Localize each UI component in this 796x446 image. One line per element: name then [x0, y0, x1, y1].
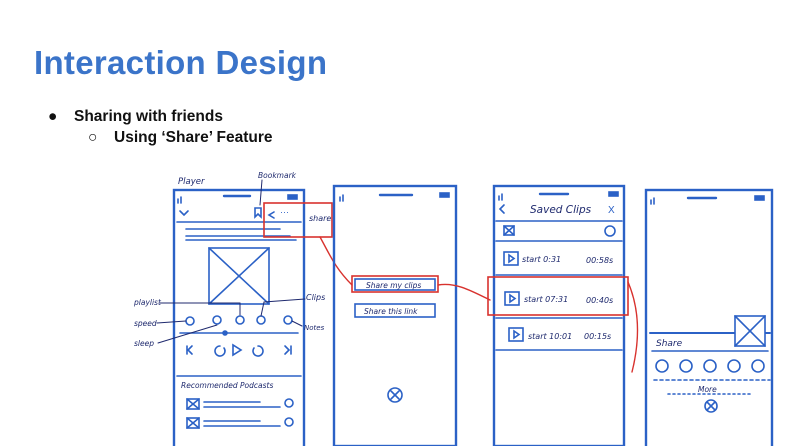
- podcast-thumb[interactable]: [186, 417, 200, 429]
- share-sheet-phone: Share More: [644, 188, 774, 446]
- sleep-button[interactable]: [212, 315, 222, 325]
- chevron-down-icon[interactable]: [179, 210, 189, 217]
- play-icon[interactable]: [232, 343, 243, 357]
- slide-title: Interaction Design: [34, 44, 328, 81]
- bullet-marker: ○: [88, 129, 98, 146]
- playlist-button[interactable]: [235, 315, 245, 325]
- close-icon[interactable]: [387, 387, 403, 403]
- clip-duration: 00:40s: [586, 296, 613, 305]
- phone-frame: [332, 184, 458, 446]
- clips-note: Clips: [306, 293, 325, 302]
- clip-start: start 07:31: [524, 295, 568, 304]
- saved-clips-title: Saved Clips: [530, 204, 592, 216]
- clip-duration: 00:15s: [584, 332, 611, 341]
- share-sheet-title: Share: [656, 339, 683, 349]
- flow-arrow: [437, 283, 491, 301]
- clip-play-button[interactable]: [508, 327, 524, 342]
- player-label: Player: [178, 177, 205, 187]
- clip-duration: 00:58s: [586, 256, 613, 265]
- more-icon[interactable]: ···: [280, 207, 289, 217]
- clip-play-button[interactable]: [503, 251, 519, 266]
- sleep-note: sleep: [134, 339, 154, 348]
- share-icon[interactable]: [267, 211, 275, 219]
- phone-frame: [172, 188, 306, 446]
- clip-highlight: [487, 276, 629, 316]
- speed-button[interactable]: [185, 316, 195, 326]
- rewind-icon[interactable]: [214, 345, 226, 357]
- clip-start: start 0:31: [522, 255, 561, 264]
- phone-frame: [492, 184, 626, 446]
- podcast-thumb[interactable]: [186, 398, 200, 410]
- bullet-2: ○ Using ‘Share’ Feature: [88, 129, 273, 147]
- pause-icon[interactable]: [604, 225, 616, 237]
- artwork-placeholder: [208, 247, 270, 305]
- notes-note: Notes: [304, 324, 325, 332]
- flow-arrow: [319, 236, 353, 286]
- flow-arrow: [627, 281, 639, 373]
- more-label[interactable]: More: [698, 385, 717, 394]
- next-icon[interactable]: [284, 345, 292, 355]
- share-highlight: [263, 202, 333, 238]
- share-my-clips-label: Share my clips: [366, 281, 421, 290]
- clip-play-button[interactable]: [504, 291, 520, 306]
- podcast-play-icon[interactable]: [284, 417, 294, 427]
- share-clips-highlight: [351, 275, 439, 293]
- share-target[interactable]: [727, 359, 741, 373]
- close-x[interactable]: X: [608, 205, 615, 216]
- bookmark-note: Bookmark: [258, 171, 297, 180]
- close-icon[interactable]: [704, 399, 718, 413]
- clips-button[interactable]: [256, 315, 266, 325]
- recommended-label: Recommended Podcasts: [181, 381, 273, 390]
- share-my-clips-button[interactable]: [354, 278, 436, 291]
- share-this-link-button[interactable]: [354, 303, 436, 318]
- clip-start: start 10:01: [528, 332, 572, 341]
- progress-thumb[interactable]: [222, 330, 228, 336]
- speed-note: speed: [134, 319, 157, 328]
- share-note: share: [309, 214, 331, 223]
- clip-thumb: [503, 225, 515, 236]
- status-bar: [177, 194, 298, 204]
- share-target[interactable]: [655, 359, 669, 373]
- share-options-phone: Share my clips Share this link: [332, 184, 458, 446]
- bullet-text: Using ‘Share’ Feature: [114, 129, 273, 146]
- share-target[interactable]: [751, 359, 765, 373]
- podcast-play-icon[interactable]: [284, 398, 294, 408]
- phone-frame: [644, 188, 774, 446]
- share-target[interactable]: [703, 359, 717, 373]
- bookmark-icon[interactable]: [254, 207, 262, 219]
- share-this-link-label: Share this link: [364, 307, 418, 316]
- notes-button[interactable]: [283, 315, 293, 325]
- bullet-marker: ●: [48, 108, 58, 125]
- share-target[interactable]: [679, 359, 693, 373]
- bullet-1: ● Sharing with friends: [48, 108, 223, 126]
- bullet-text: Sharing with friends: [74, 108, 223, 125]
- forward-icon[interactable]: [252, 345, 264, 357]
- playlist-note: playlist: [133, 298, 162, 307]
- player-phone: Player ··· Recommended Pod: [133, 171, 325, 446]
- saved-clips-phone: Saved Clips X start 0:31 00:58s start 07…: [492, 184, 626, 446]
- previous-icon[interactable]: [186, 345, 193, 355]
- back-icon[interactable]: [498, 204, 505, 214]
